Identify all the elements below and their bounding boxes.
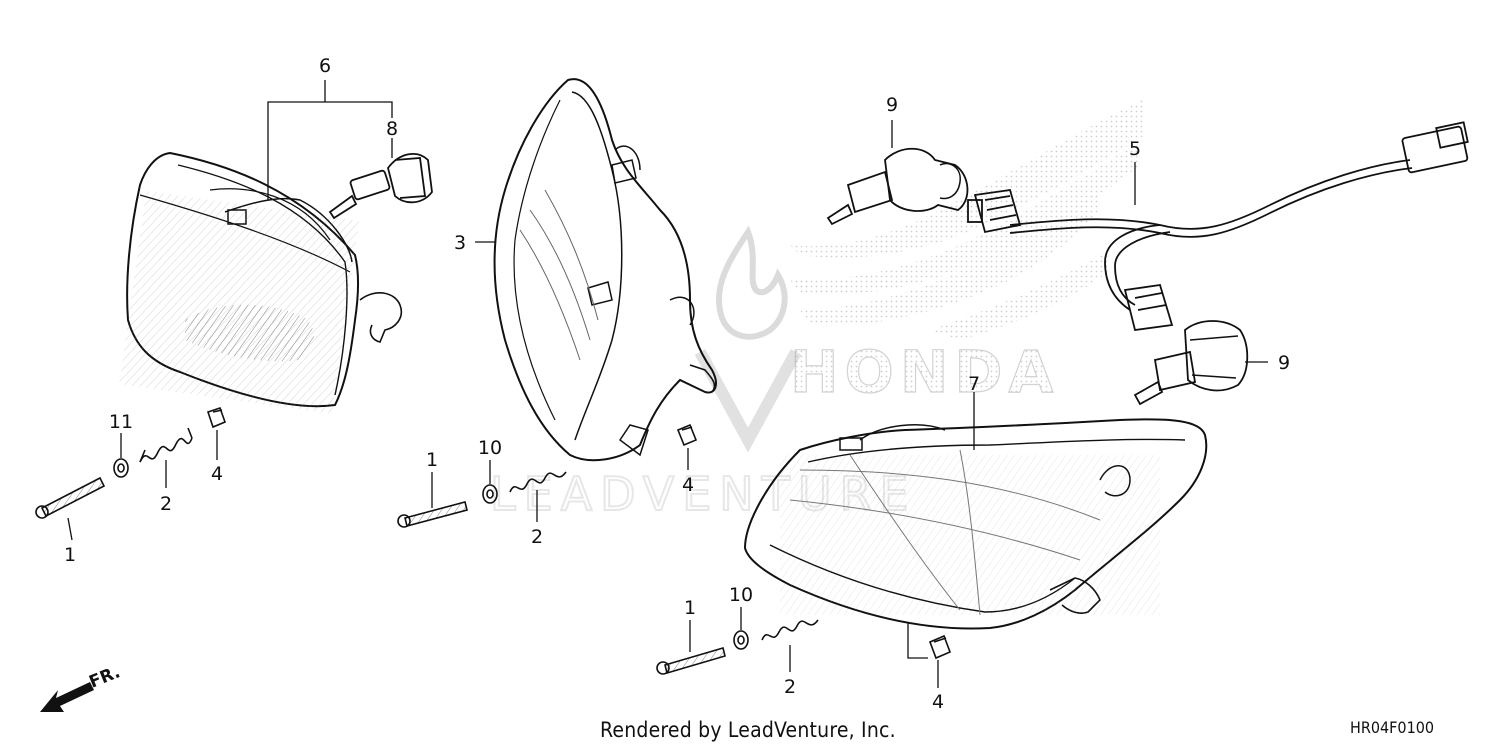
bulb-socket-9-upper: [826, 147, 969, 226]
headlight-assembly-right: [743, 418, 1208, 630]
front-direction-arrow: FR.: [40, 662, 123, 712]
bulb-socket-9-lower: [1133, 320, 1249, 406]
headlight-assembly-left: [119, 151, 403, 414]
callout-10-right: 10: [729, 584, 753, 606]
callout-10-middle: 10: [478, 437, 502, 459]
callout-4-middle: 4: [682, 474, 694, 496]
callout-4-right: 4: [932, 691, 944, 713]
callout-3: 3: [454, 232, 466, 254]
washer-10-right: [733, 630, 749, 650]
callout-6: 6: [319, 55, 331, 77]
callout-1-right: 1: [684, 597, 696, 619]
callout-8: 8: [386, 118, 398, 140]
callout-9-lower: 9: [1278, 352, 1290, 374]
clip-nut-4-right: [928, 634, 952, 660]
leader-lines: [67, 80, 1268, 688]
front-marker-label: FR.: [86, 662, 123, 692]
headlight-assembly-middle: [493, 78, 717, 462]
callouts: 6 8 3 11 2 4 1 1 10 2 4 9 5 9 7 1 10 2 4: [64, 55, 1290, 713]
callout-2-right: 2: [784, 676, 796, 698]
render-credit: Rendered by LeadVenture, Inc.: [600, 718, 896, 742]
callout-9-upper: 9: [886, 94, 898, 116]
spring-2-middle: [509, 471, 567, 493]
callout-5: 5: [1129, 138, 1141, 160]
callout-4-left: 4: [211, 463, 223, 485]
callout-11: 11: [109, 411, 133, 433]
diagram-code: HR04F0100: [1350, 718, 1435, 737]
clip-nut-4-left: [206, 406, 227, 429]
bolt-1-right: [656, 646, 726, 675]
callout-2-left: 2: [160, 493, 172, 515]
spring-2-left: [139, 427, 193, 463]
washer-10-middle: [482, 484, 498, 504]
callout-1-left: 1: [64, 544, 76, 566]
callout-1-middle: 1: [426, 449, 438, 471]
callout-7: 7: [968, 373, 980, 395]
honda-wing-watermark: HONDA: [789, 98, 1145, 407]
wire-harness-5: [967, 121, 1469, 331]
headlight-bulb-8: [328, 153, 433, 220]
bolt-1-middle: [397, 501, 468, 528]
spring-2-right: [761, 619, 819, 641]
callout-2-middle: 2: [531, 526, 543, 548]
washer-11: [113, 458, 129, 478]
clip-nut-4-middle: [676, 423, 698, 447]
honda-watermark-text: HONDA: [790, 338, 1059, 406]
bolt-1-left: [35, 476, 106, 519]
